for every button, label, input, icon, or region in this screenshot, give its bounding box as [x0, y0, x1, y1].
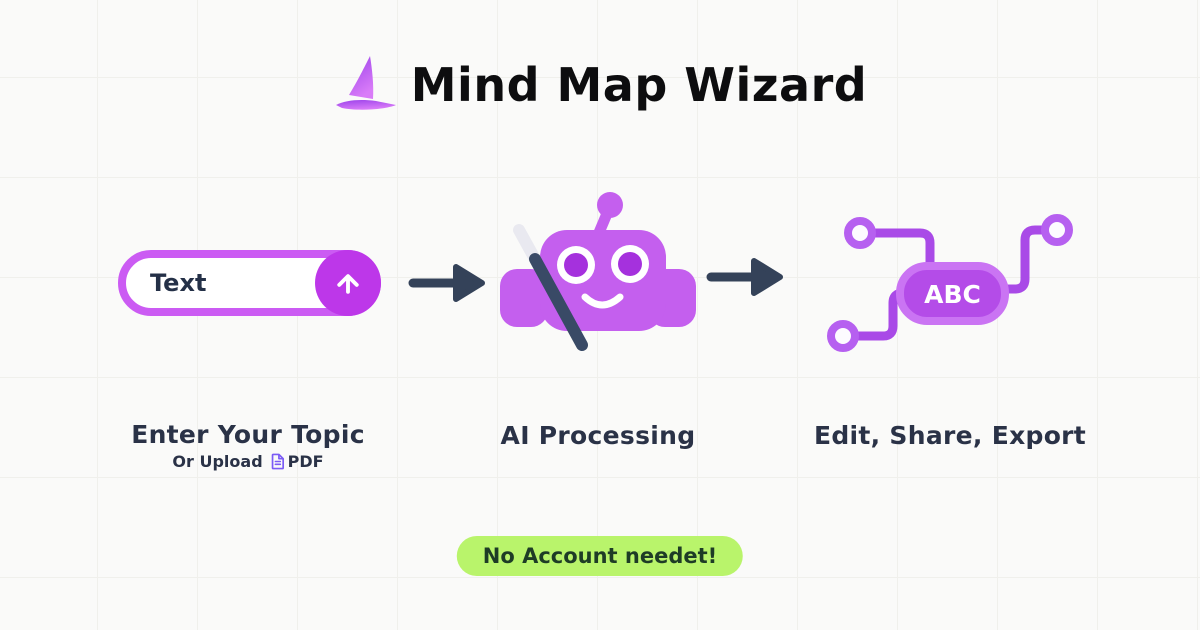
step3-label: Edit, Share, Export [813, 421, 1087, 450]
upload-arrow-icon [337, 274, 359, 294]
step1-sublabel: Or Upload PDF [98, 452, 398, 471]
robot-icon [500, 192, 696, 351]
no-account-badge: No Account needet! [456, 536, 744, 576]
header: Mind Map Wizard [0, 56, 1200, 112]
topic-input[interactable] [148, 258, 308, 308]
step2-label: AI Processing [500, 421, 696, 450]
wizard-hat-icon [335, 56, 396, 110]
mindmap-icon: ABC [827, 214, 1073, 352]
flow-arrow-icon [408, 264, 485, 302]
topic-input-pill[interactable] [118, 250, 381, 316]
upload-hint-text: Or Upload [172, 452, 263, 471]
pdf-label: PDF [287, 452, 324, 471]
flow-arrow-icon [706, 258, 783, 296]
abc-node-label: ABC [924, 280, 981, 309]
pdf-file-icon [271, 453, 284, 470]
page-title: Mind Map Wizard [410, 58, 868, 112]
step1-label: Enter Your Topic [131, 420, 365, 449]
upload-button[interactable] [315, 250, 381, 316]
